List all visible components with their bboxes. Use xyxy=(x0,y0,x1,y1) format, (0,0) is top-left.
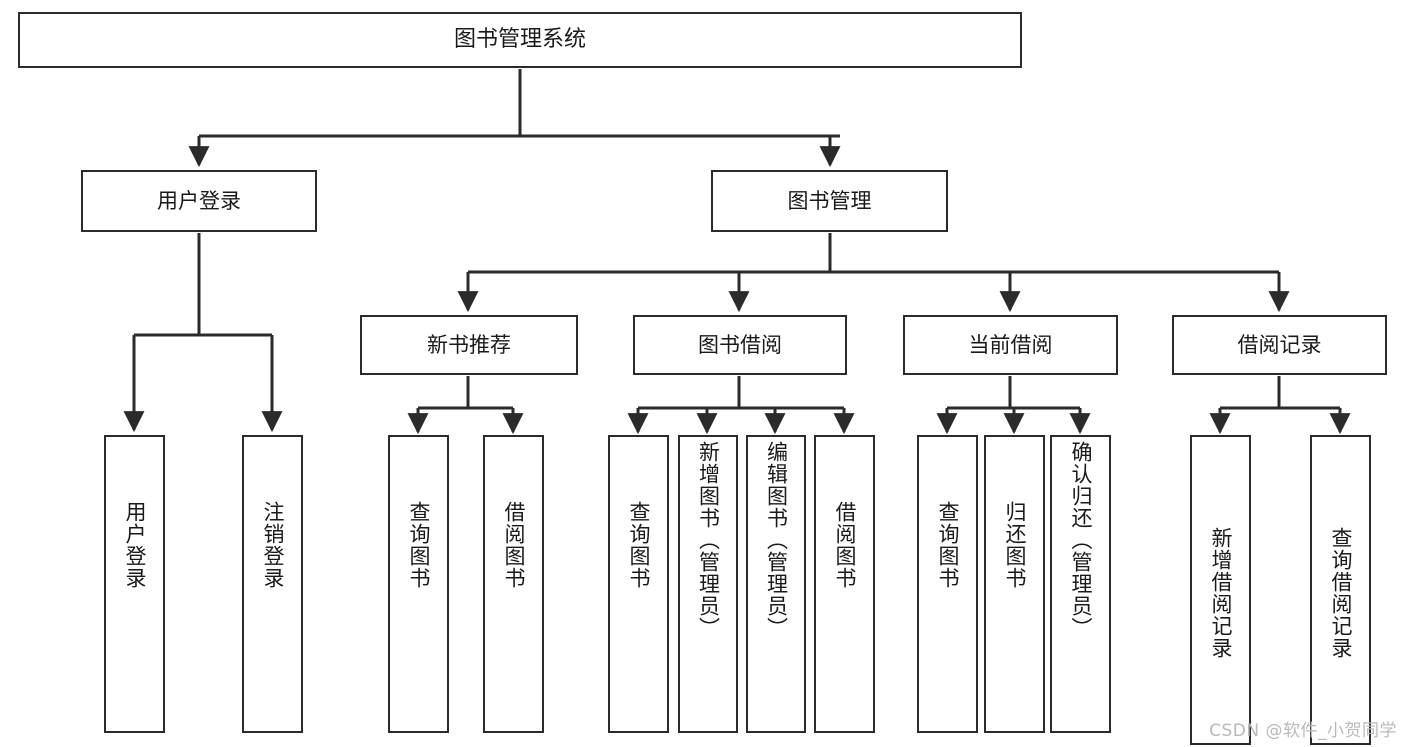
node-book-borrowing[interactable]: 图书借阅 xyxy=(633,315,847,375)
leaf-borrow-books-borrowing[interactable]: 借阅图书 xyxy=(814,435,875,733)
node-label: 用户登录 xyxy=(157,188,241,213)
leaf-borrow-books-recommendation[interactable]: 借阅图书 xyxy=(483,435,544,733)
leaf-add-book-admin[interactable]: 新增图书（管理员） xyxy=(678,435,738,733)
leaf-edit-book-admin[interactable]: 编辑图书（管理员） xyxy=(746,435,806,733)
node-label: 图书管理系统 xyxy=(453,27,586,53)
node-label: 编辑图书（管理员） xyxy=(764,441,789,639)
leaf-add-borrowing-record[interactable]: 新增借阅记录 xyxy=(1190,435,1251,745)
node-user-login[interactable]: 用户登录 xyxy=(81,170,317,232)
leaf-return-books[interactable]: 归还图书 xyxy=(984,435,1045,733)
node-label: 新增图书（管理员） xyxy=(696,441,721,639)
node-label: 查询图书 xyxy=(627,501,651,589)
node-label: 查询借阅记录 xyxy=(1329,527,1353,659)
node-label: 借阅记录 xyxy=(1237,332,1322,357)
node-label: 查询图书 xyxy=(407,501,431,589)
node-label: 借阅图书 xyxy=(833,501,857,589)
node-label: 用户登录 xyxy=(123,501,147,589)
node-label: 当前借阅 xyxy=(968,332,1053,357)
node-label: 确认归还（管理员） xyxy=(1069,441,1093,639)
node-label: 注销登录 xyxy=(261,501,285,589)
node-book-management[interactable]: 图书管理 xyxy=(711,170,948,232)
leaf-query-books-borrowing[interactable]: 查询图书 xyxy=(608,435,669,733)
node-borrowing-records[interactable]: 借阅记录 xyxy=(1172,315,1387,375)
node-new-book-recommendation[interactable]: 新书推荐 xyxy=(360,315,578,375)
node-root-library-management-system[interactable]: 图书管理系统 xyxy=(18,12,1022,68)
node-label: 归还图书 xyxy=(1003,501,1027,589)
node-current-borrowing[interactable]: 当前借阅 xyxy=(903,315,1118,375)
leaf-query-books-recommendation[interactable]: 查询图书 xyxy=(388,435,449,733)
node-label: 借阅图书 xyxy=(502,501,526,589)
leaf-confirm-return-admin[interactable]: 确认归还（管理员） xyxy=(1050,435,1111,733)
node-label: 新增借阅记录 xyxy=(1209,527,1233,659)
leaf-user-login[interactable]: 用户登录 xyxy=(104,435,165,733)
leaf-logout[interactable]: 注销登录 xyxy=(242,435,303,733)
leaf-query-books-current[interactable]: 查询图书 xyxy=(917,435,978,733)
node-label: 新书推荐 xyxy=(427,332,511,357)
node-label: 查询图书 xyxy=(936,501,960,589)
csdn-watermark: CSDN @软件_小贺同学 xyxy=(1209,721,1397,741)
node-label: 图书借阅 xyxy=(698,332,782,357)
leaf-query-borrowing-record[interactable]: 查询借阅记录 xyxy=(1310,435,1371,745)
node-label: 图书管理 xyxy=(787,188,872,213)
